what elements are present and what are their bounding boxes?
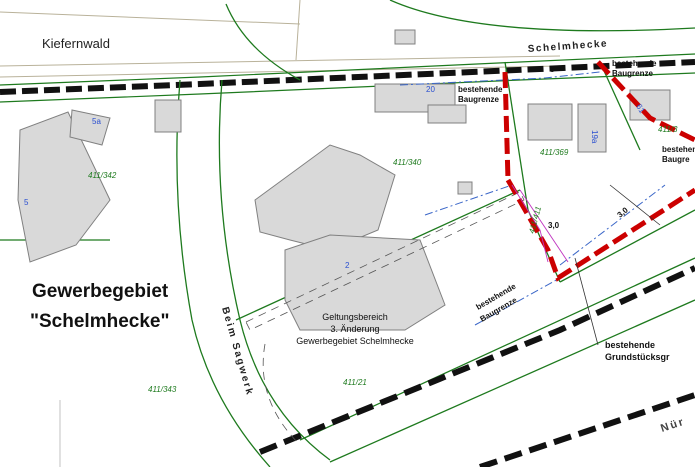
road-edge-south [258, 265, 695, 467]
baugrenze-lines [399, 71, 666, 326]
note-baugrenze-right-2: Baugrenze [612, 69, 653, 78]
note-baugrenze-top-2: Baugrenze [458, 95, 499, 104]
parcel-342: 411/342 [88, 171, 117, 180]
leader-lines [574, 184, 661, 346]
dimension-3-0-a: 3,0 [548, 221, 560, 230]
area-title-line1: Gewerbegebiet [32, 281, 169, 302]
parcel-369: 411/369 [540, 148, 569, 157]
magenta-detail [511, 184, 569, 263]
parcel-343: 411/343 [148, 385, 177, 394]
label-kiefernwald: Kiefernwald [42, 36, 110, 51]
scope-boundary [502, 60, 695, 282]
note-baugrenze-right-1: bestehende [612, 59, 657, 68]
building-outline-ticks [245, 191, 525, 446]
label-schelmhecke-street: Schelmhecke [527, 38, 608, 55]
house-number-5a: 5a [92, 117, 101, 126]
parcel-3: 411/3 [658, 125, 678, 134]
note-grundstueck-1: bestehende [605, 340, 655, 350]
note-grundstueck-2: Grundstücksgr [605, 352, 670, 362]
parcel-21: 411/21 [343, 378, 367, 387]
house-number-5: 5 [24, 198, 29, 207]
scope-line2: 3. Änderung [330, 324, 379, 334]
parcel-340: 411/340 [393, 158, 422, 167]
forest-lines [0, 0, 561, 78]
house-number-2: 2 [345, 261, 350, 270]
house-number-19a: 19a [590, 130, 599, 144]
scope-line1: Geltungsbereich [322, 312, 388, 322]
note-baugrenze-right-3: bestehende [662, 145, 695, 154]
label-nuernberger-street: Nür [659, 416, 686, 435]
street-schelmhecke [0, 53, 695, 103]
dimension-3-0-b: 3,0 [616, 205, 631, 219]
area-title-line2: "Schelmhecke" [30, 311, 169, 332]
note-baugrenze-top-1: bestehende [458, 85, 503, 94]
note-baugrenze-right-4: Baugre [662, 155, 690, 164]
house-number-20: 20 [426, 85, 435, 94]
dimension-5: 5 [550, 65, 555, 74]
parcel-411: 411/411 [527, 205, 543, 234]
scope-line3: Gewerbegebiet Schelmhecke [296, 336, 414, 346]
buildings [17, 29, 671, 331]
